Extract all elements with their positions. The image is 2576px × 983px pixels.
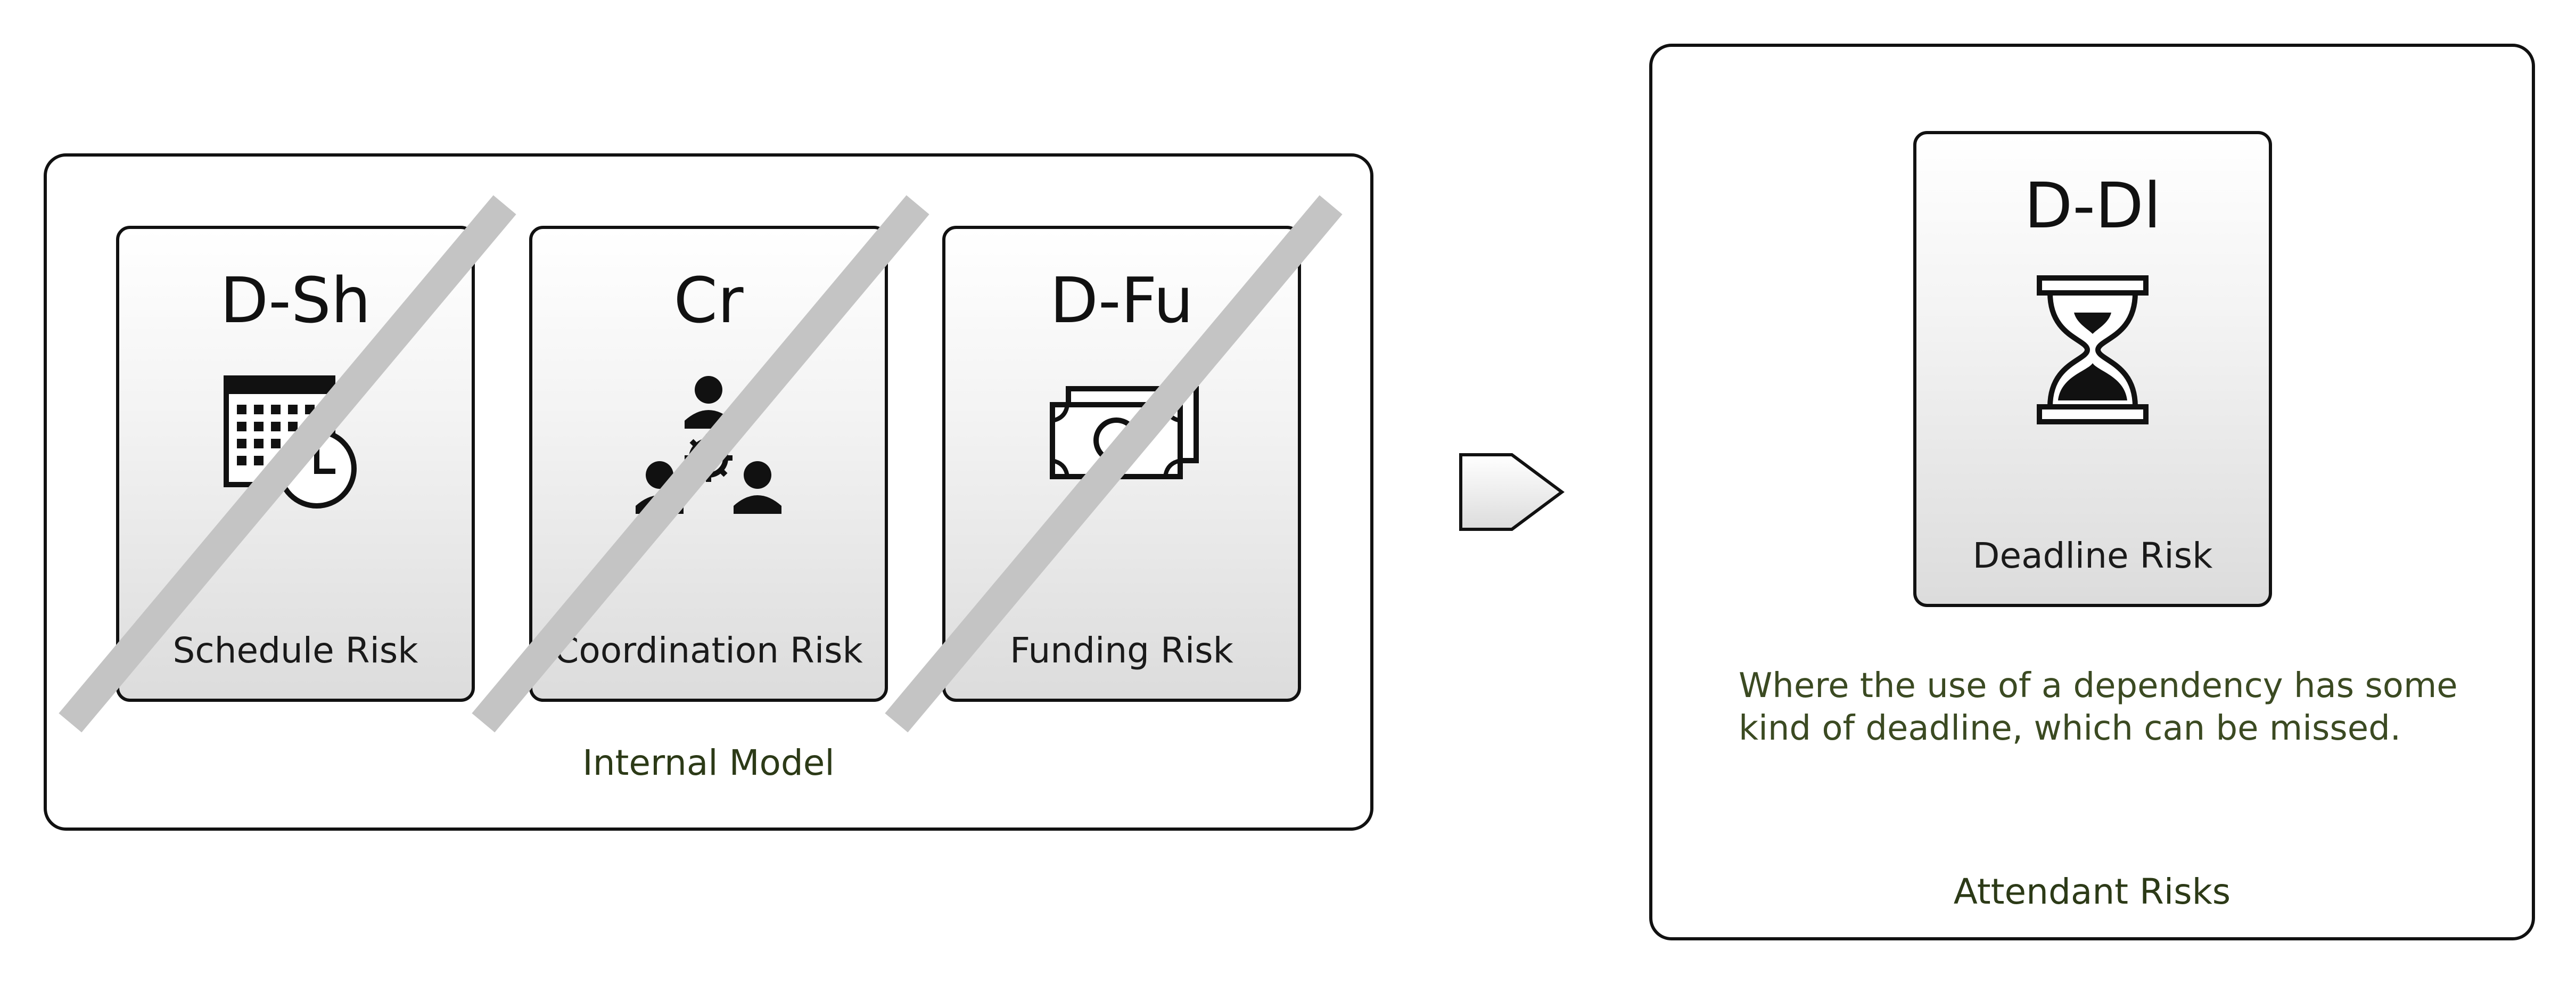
card-label: Schedule Risk xyxy=(172,630,418,671)
card-code: Cr xyxy=(673,264,744,337)
hourglass-icon xyxy=(2013,267,2172,427)
card-label: Coordination Risk xyxy=(554,630,863,671)
card-label: Funding Risk xyxy=(1010,630,1233,671)
arrow-right-pentagon-icon xyxy=(1459,453,1565,531)
deadline-risk-description: Where the use of a dependency has some k… xyxy=(1739,665,2484,750)
card-label: Deadline Risk xyxy=(1972,535,2213,576)
description-line-1: Where the use of a dependency has some xyxy=(1739,666,2458,706)
card-code: D-Fu xyxy=(1050,264,1194,337)
internal-model-label: Internal Model xyxy=(582,742,835,783)
card-code: D-Dl xyxy=(2024,169,2161,242)
deadline-risk-card: D-Dl Deadline Risk xyxy=(1913,131,2272,607)
card-code: D-Sh xyxy=(220,264,371,337)
description-line-2: kind of deadline, which can be missed. xyxy=(1739,709,2401,748)
attendant-risks-label: Attendant Risks xyxy=(1953,871,2231,912)
